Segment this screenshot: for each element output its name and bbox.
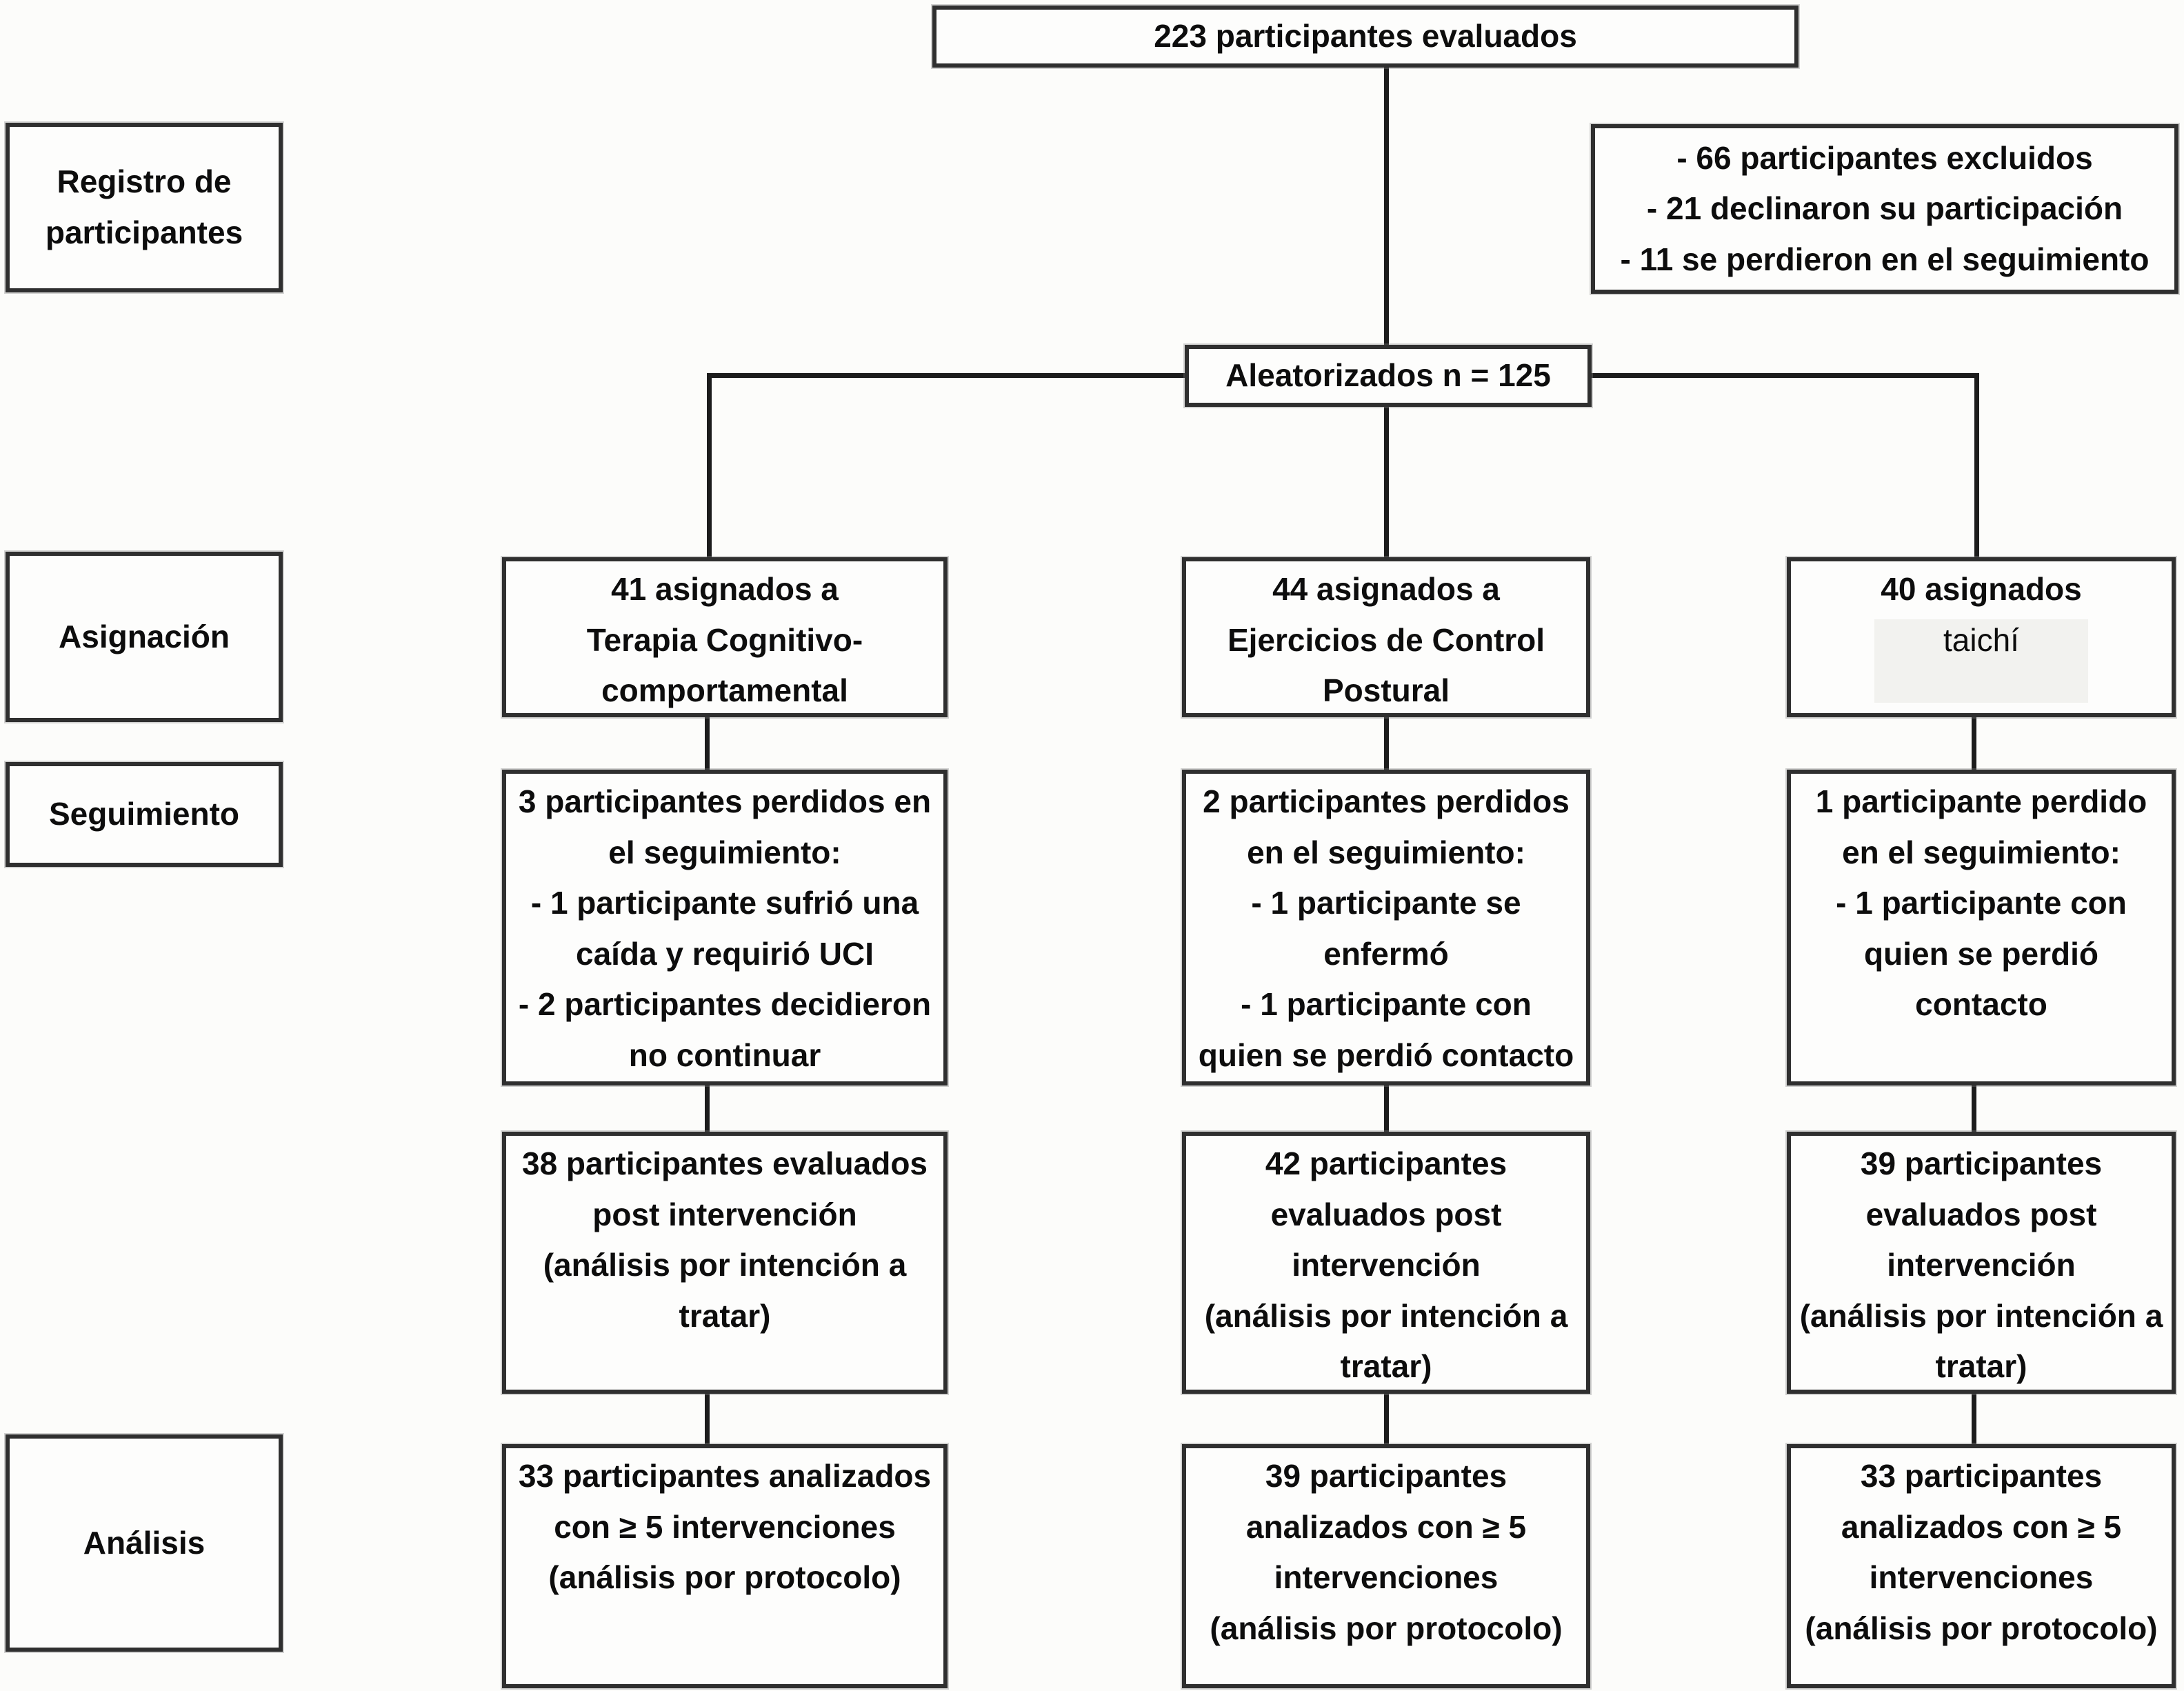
stage-label-asignacion: Asignación [6,552,283,722]
connector-line [1972,1085,1976,1132]
stage-label-analisis: Análisis [6,1434,283,1652]
connector-line [1384,407,1389,557]
stage-label-text: Asignación [59,618,230,654]
connector-line [1384,1085,1389,1132]
enrollment-text: 223 participantes evaluados [1154,18,1577,54]
connector-line [1972,717,1976,770]
connector-line [707,373,712,557]
randomization-box: Aleatorizados n = 125 [1185,345,1592,407]
connector-line [705,1394,710,1444]
exclusion-text: - 66 participantes excluidos- 21 declina… [1620,139,2150,277]
connector-line [1384,1394,1389,1444]
enrollment-box: 223 participantes evaluados [932,6,1799,68]
stage-label-text: Análisis [83,1524,206,1561]
connector-line [705,1085,710,1132]
stage-label-seguimiento: Seguimiento [6,762,283,867]
connector-line [1974,373,1979,557]
connector-line [1972,1394,1976,1444]
assigned-box-taichi: 40 asignados taichí [1787,557,2176,717]
connector-line [705,717,710,770]
stage-label-text: Seguimiento [48,796,240,832]
exclusion-box: - 66 participantes excluidos- 21 declina… [1591,124,2178,294]
connector-line [1384,717,1389,770]
randomization-text: Aleatorizados n = 125 [1225,357,1551,394]
connector-line [1384,68,1389,345]
taichi-patch-label: taichí [1874,619,2088,703]
assigned-text: 40 asignados [1881,571,2082,607]
taichi-patch: taichí [1791,615,2172,703]
